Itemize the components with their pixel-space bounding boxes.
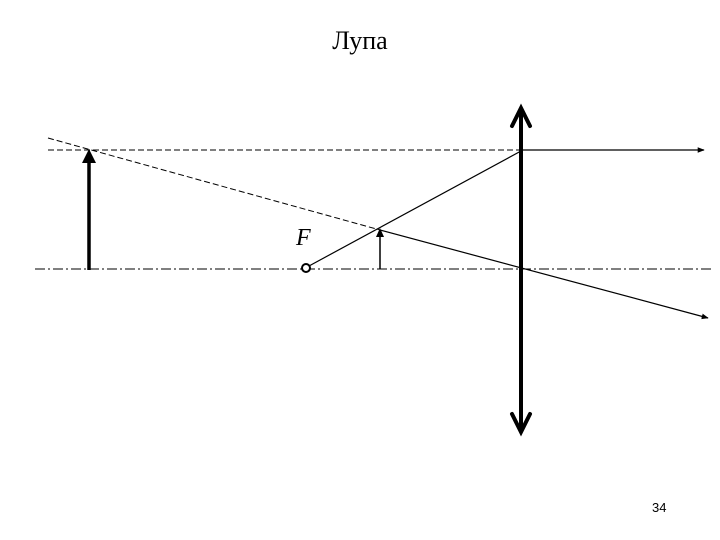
focus-point [301, 263, 311, 273]
page-number: 34 [652, 500, 667, 515]
ray-through-center [379, 229, 709, 320]
ray-focus-to-lens [308, 150, 522, 267]
slide-title: Лупа [332, 26, 388, 55]
object-arrow [82, 149, 96, 270]
virtual-ray-extension [47, 137, 381, 231]
converging-lens [510, 103, 532, 437]
image-arrow [376, 228, 384, 269]
focus-label: F [295, 225, 311, 251]
